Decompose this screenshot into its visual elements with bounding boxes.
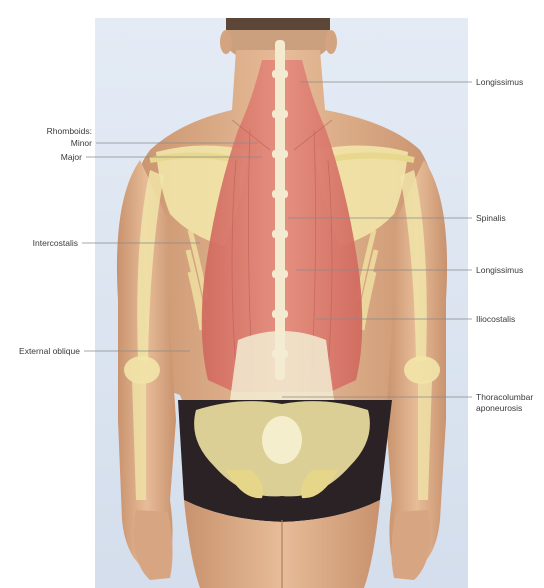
label-aponeurosis: aponeurosis [476, 403, 522, 413]
label-spinalis: Spinalis [476, 213, 506, 223]
label-intercostalis: Intercostalis [6, 238, 78, 248]
label-external-oblique: External oblique [2, 346, 80, 356]
label-rhomboids-major: Major [20, 152, 82, 162]
thoracolumbar-aponeurosis [230, 331, 334, 400]
label-longissimus-lower: Longissimus [476, 265, 523, 275]
label-rhomboids-heading: Rhomboids: [20, 126, 92, 136]
label-thoracolumbar: Thoracolumbar [476, 392, 533, 402]
label-rhomboids-minor: Minor [20, 138, 92, 148]
label-longissimus-upper: Longissimus [476, 77, 523, 87]
label-iliocostalis: Iliocostalis [476, 314, 515, 324]
